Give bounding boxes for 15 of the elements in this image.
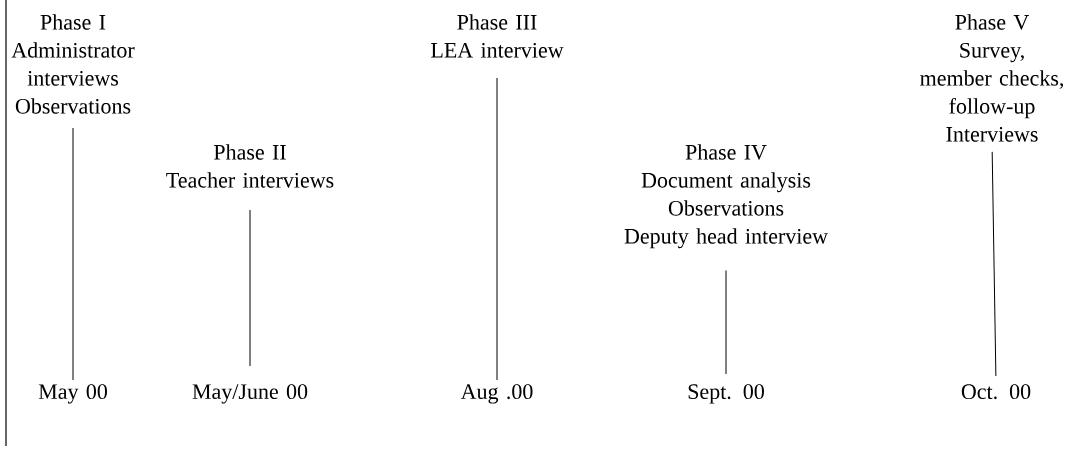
phase-label: Phase V Survey, member checks, follow-up Interviews: [920, 14, 1063, 142]
connector-line: [725, 269, 727, 375]
phase-label: Phase II Teacher interviews: [166, 144, 334, 188]
date-label: Aug .00: [460, 384, 533, 404]
connector-line: [496, 77, 498, 381]
phase-label: Phase III LEA interview: [431, 14, 564, 58]
date-label: Sept. 00: [688, 384, 764, 404]
phase-label: Phase IV Document analysis Observations Deputy head interview: [624, 144, 828, 249]
date-label: Oct. 00: [961, 384, 1031, 400]
date-label: May 00: [38, 384, 107, 404]
connector-line: [991, 151, 997, 377]
connector-line: [249, 209, 251, 367]
phase-label: Phase I Administrator interviews Observations: [11, 14, 135, 114]
connector-line: [72, 127, 74, 381]
date-label: May/June 00: [192, 384, 308, 404]
